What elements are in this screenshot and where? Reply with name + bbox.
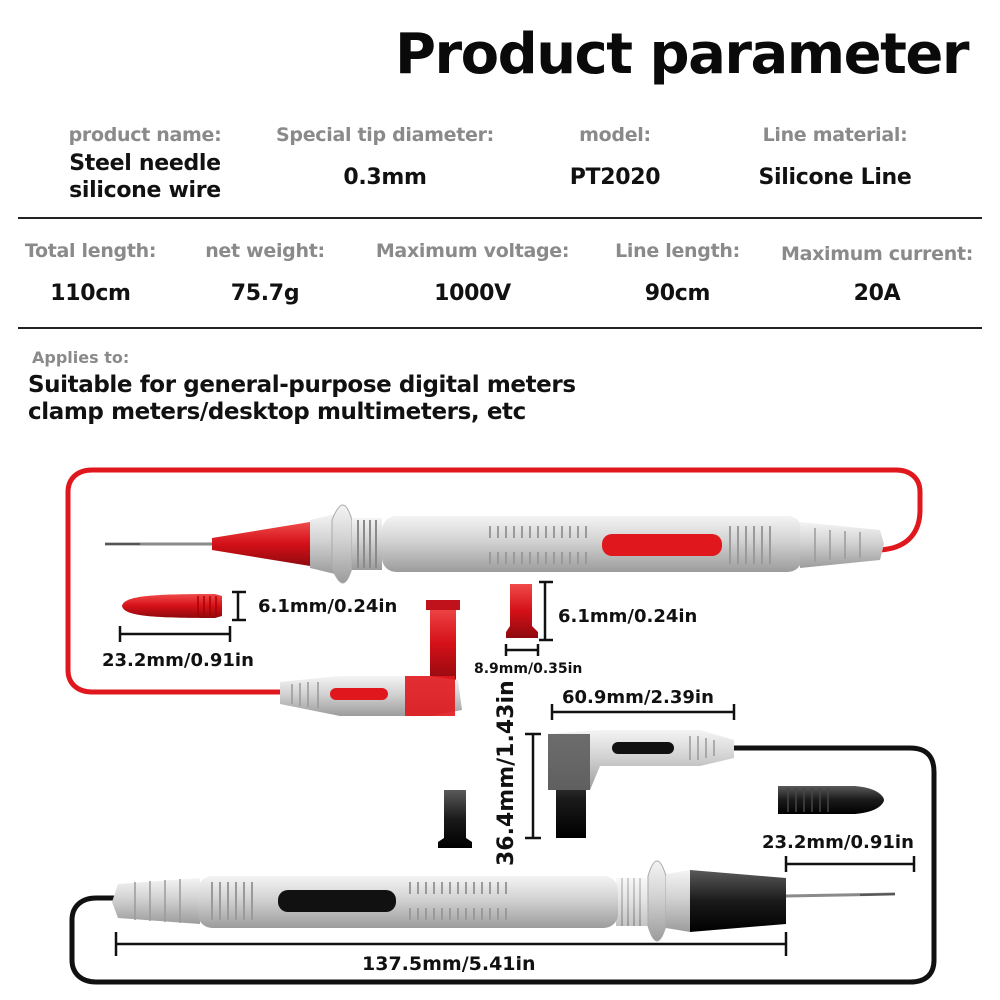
max-voltage-value: 1000V [434,281,511,306]
net-weight-label: net weight: [205,240,325,262]
red-small-cap [506,584,538,638]
probe-length-label: 137.5mm/5.41in [362,953,536,975]
line-material-label: Line material: [762,124,908,146]
tip-diameter-label: Special tip diameter: [276,124,494,146]
model-value: PT2020 [569,165,661,190]
red-cap-width-label: 8.9mm/0.35in [474,661,582,677]
product-name-value-line2: silicone wire [69,178,221,203]
product-name-value-line1: Steel needle [69,151,221,176]
line-material-cell: Line material: Silicone Line [730,124,940,191]
tip-diameter-value: 0.3mm [343,165,427,190]
total-length-label: Total length: [24,240,157,262]
total-length-value: 110cm [50,281,131,306]
model-label: model: [579,124,651,146]
divider-1 [18,217,982,219]
red-angled-plug [280,600,462,716]
red-sleeve-height-dim [232,590,246,622]
red-cap-height-label: 6.1mm/0.24in [558,606,697,627]
red-wire [65,467,923,695]
max-voltage-label: Maximum voltage: [375,240,570,262]
red-sleeve-length-label: 23.2mm/0.91in [102,650,254,671]
divider-2 [18,327,982,329]
black-sleeve-length-label: 23.2mm/0.91in [762,832,914,853]
red-cap-width-dim [504,644,540,656]
max-current-value: 20A [853,281,901,306]
line-length-label: Line length: [615,240,740,262]
model-cell: model: PT2020 [520,124,710,191]
black-tip-sleeve [778,786,884,814]
red-tip-sleeve [122,594,222,618]
red-probe [105,504,884,584]
probe-length-dim [114,932,788,956]
line-length-cell: Line length: 90cm [600,240,755,307]
black-angled-plug [548,730,734,838]
applies-to-text: Suitable for general-purpose digital met… [28,372,576,426]
line-length-value: 90cm [644,281,711,306]
max-current-label: Maximum current: [780,243,974,265]
red-sleeve-length-dim [118,626,232,642]
black-sleeve-length-dim [784,856,916,872]
total-length-cell: Total length: 110cm [18,240,163,307]
max-current-cell: Maximum current: 20A [772,240,982,307]
applies-to-line-2: clamp meters/desktop multimeters, etc [28,399,526,425]
red-sleeve-height-label: 6.1mm/0.24in [258,596,397,617]
net-weight-value: 75.7g [230,281,300,306]
net-weight-cell: net weight: 75.7g [190,240,340,307]
tip-diameter-cell: Special tip diameter: 0.3mm [260,124,510,191]
page-title: Product parameter [394,22,970,87]
angle-plug-height-label: 36.4mm/1.43in [494,680,519,866]
black-probe [112,860,896,942]
applies-to-label: Applies to: [32,348,130,367]
red-cap-height-dim [539,580,553,642]
max-voltage-cell: Maximum voltage: 1000V [365,240,580,307]
black-small-cap [438,790,472,848]
product-name-label: product name: [68,124,222,146]
angle-plug-length-dim [550,704,736,720]
applies-to-line-1: Suitable for general-purpose digital met… [28,372,576,398]
angle-plug-height-dim [525,732,541,840]
line-material-value: Silicone Line [758,165,912,190]
product-name-cell: product name: Steel needle silicone wire [40,124,250,204]
angle-plug-length-label: 60.9mm/2.39in [562,687,714,708]
black-wire [69,745,937,985]
